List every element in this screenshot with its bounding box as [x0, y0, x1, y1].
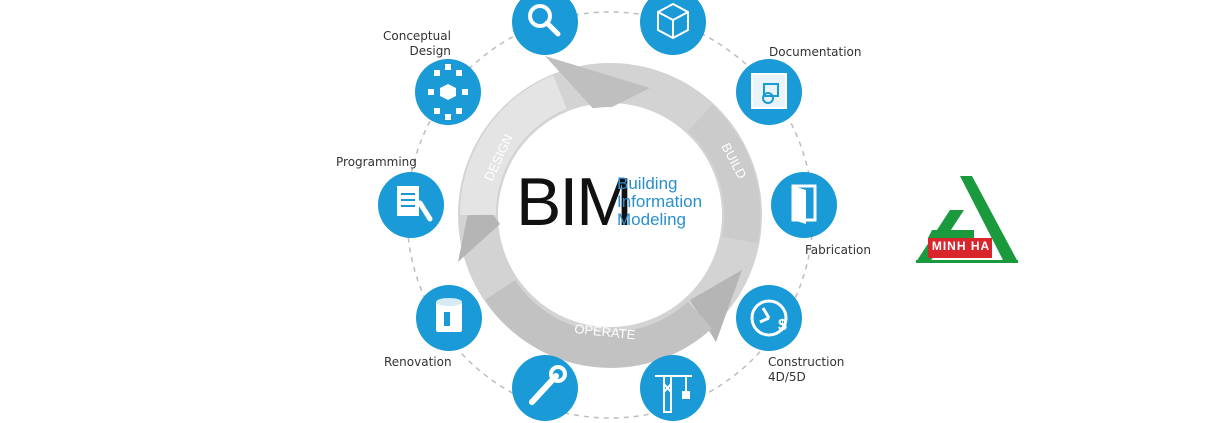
node-site	[640, 355, 706, 421]
label-construction-line1: Construction	[768, 355, 845, 369]
bim-fullname: Building Information Modeling	[617, 175, 702, 229]
wrench-icon	[529, 365, 567, 405]
label-conceptual-line2: Design	[409, 44, 451, 58]
node-construction: $	[736, 285, 802, 351]
node-fabrication	[771, 172, 837, 238]
label-programming: Programming	[336, 155, 417, 169]
logo-text: MINH HA	[931, 239, 991, 253]
arrow-head-right	[690, 270, 742, 342]
document-pen-icon	[397, 186, 433, 222]
bim-line-information: Information	[617, 192, 703, 211]
magnifier-icon	[528, 4, 552, 28]
node-renovation	[416, 285, 482, 351]
node-conceptual-design	[415, 59, 481, 125]
door-icon	[791, 184, 817, 224]
label-documentation: Documentation	[769, 45, 862, 59]
network-icon	[428, 64, 468, 120]
arrow-head-left	[458, 188, 500, 262]
cube-icon	[657, 2, 689, 40]
label-construction-line2: 4D/5D	[768, 370, 806, 384]
minh-ha-logo	[916, 176, 1018, 263]
cycle-label-operate: OPERATE	[574, 321, 637, 342]
label-fabrication: Fabrication	[805, 243, 871, 257]
node-maintenance	[512, 355, 578, 421]
node-search	[512, 0, 578, 55]
label-conceptual-line1: Conceptual	[383, 29, 451, 43]
bim-line-modeling: Modeling	[617, 210, 686, 229]
clock-dollar-icon: $	[750, 299, 788, 337]
svg-text:$: $	[778, 317, 787, 334]
label-renovation: Renovation	[384, 355, 452, 369]
label-construction: Construction 4D/5D	[768, 355, 844, 385]
blueprint-icon	[751, 73, 787, 109]
node-programming	[378, 172, 444, 238]
arrow-head-top	[545, 56, 650, 114]
bim-acronym: BIM	[516, 164, 633, 240]
node-documentation	[736, 59, 802, 125]
crane-icon	[655, 375, 692, 413]
node-model	[640, 0, 706, 55]
label-conceptual-design: Conceptual Design	[383, 29, 451, 59]
center-disk	[502, 107, 718, 323]
paint-bucket-icon	[436, 298, 462, 332]
bim-line-building: Building	[617, 174, 678, 193]
cycle-ring	[458, 56, 762, 368]
